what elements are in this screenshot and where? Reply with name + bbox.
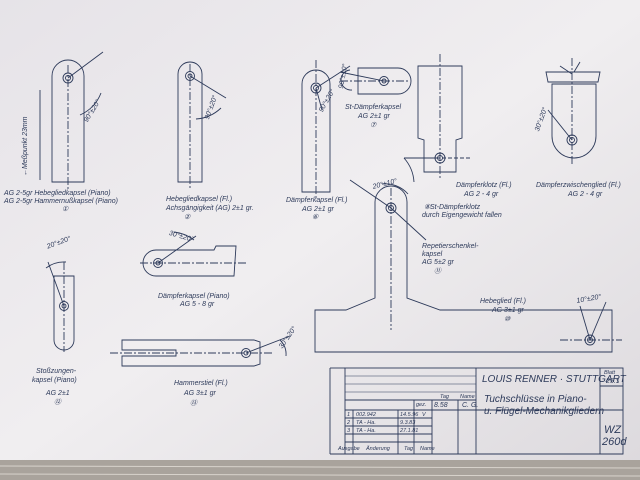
stosszungen-label-2: kapsel (Piano) <box>32 377 77 384</box>
hebeglied-piano-label-1: AG 2-5gr Hebegliedkapsel (Piano) <box>4 190 111 197</box>
title-block <box>344 367 624 455</box>
hammerstiel-num: ⑬ <box>190 400 197 407</box>
rev-2-text: TA - Ha. <box>356 420 376 426</box>
hebeglied-fl-label: Hebegliedkapsel (Fl.) <box>166 196 233 203</box>
stosszungen-label-1: Stoßzungen- <box>36 368 77 375</box>
hebeglied-piano-label-2: AG 2-5gr Hammernußkapsel (Piano) <box>4 198 118 205</box>
st-daempferkapsel-label: St-Dämpferkapsel <box>345 104 402 111</box>
drawing-date: 8.58 <box>434 402 448 409</box>
drawing-number-2: 260d <box>602 436 627 448</box>
table-surface <box>0 460 640 480</box>
part-daempferzwischenglied <box>545 58 601 165</box>
footer-ausgabe: Ausgabe <box>338 446 360 452</box>
paper-sheet <box>0 0 640 462</box>
head-gez: gez. <box>416 402 427 408</box>
drawing-title-2: u. Flügel-Mechanikgliedern <box>484 406 605 417</box>
sheet-number: 25.1 <box>606 378 620 385</box>
stosszungen-num: ⑫ <box>54 399 61 406</box>
rev-1-name: V <box>422 412 426 418</box>
daempferkapsel-piano-ag: AG 5 - 8 gr <box>180 301 215 308</box>
part-st-daempferkapsel <box>339 67 412 95</box>
daempferklotz-label: Dämpferklotz (Fl.) <box>456 182 512 189</box>
drawing-title-1: Tuchschlüsse in Piano- <box>484 394 587 405</box>
st-daempferklotz-note: durch Eigengewicht fallen <box>422 212 502 219</box>
daempferkapsel-fl-ag: AG 2±1 gr <box>302 206 334 213</box>
part-hebeglied-fl <box>177 61 227 190</box>
hammerstiel-ag: AG 3±1 gr <box>184 390 216 397</box>
hebeglied-fl-num: ② <box>184 214 191 221</box>
cloth-texture <box>0 465 640 477</box>
company-name: LOUIS RENNER · STUTTGART <box>482 374 626 385</box>
st-daempferklotz-label: St-Dämpferklotz <box>430 204 481 211</box>
part-repetierschenkel <box>314 179 622 353</box>
daempferzwischenglied-ag: AG 2 - 4 gr <box>568 191 603 198</box>
hebeglied-fl2-ag: AG 3±1 gr <box>492 307 524 314</box>
rev-3-date: 27.1.81 <box>400 428 419 434</box>
daempferkapsel-piano-label: Dämpferkapsel (Piano) <box>158 293 230 300</box>
stosszungen-ag: AG 2±1 <box>46 390 70 397</box>
part-daempferklotz <box>403 54 470 183</box>
part-daempferkapsel-piano <box>140 231 246 277</box>
head-name: Name <box>460 394 475 400</box>
footer-name: Name <box>420 446 435 452</box>
messpunkt-label: ←Meßpunkt 23mm <box>22 116 29 176</box>
part-hammerstiel <box>110 335 291 367</box>
repetierschenkel-label-1: Repetierschenkel- <box>422 243 479 250</box>
drawing-number: WZ <box>604 424 622 436</box>
daempferkapsel-fl-label: Dämpferkapsel (Fl.) <box>286 197 348 204</box>
rev-1-date: 14.5.96 <box>400 412 419 418</box>
repetierschenkel-ag: AG 5±2 gr <box>422 259 454 266</box>
hebeglied-piano-num: ① <box>62 206 69 213</box>
daempferkapsel-fl-num: ⑥ <box>312 214 319 221</box>
footer-tag: Tag <box>404 446 413 452</box>
st-daempferkapsel-ag: AG 2±1 gr <box>358 113 390 120</box>
part-stosszungen <box>45 261 75 352</box>
blatt-label: Blatt <box>604 370 616 376</box>
rev-3-text: TA - Ha. <box>356 428 376 434</box>
rev-1-no: 1 <box>347 412 351 418</box>
rev-2-no: 2 <box>347 420 351 426</box>
rev-2-date: 9.3.83 <box>400 420 416 426</box>
daempferklotz-ag: AG 2 - 4 gr <box>464 191 499 198</box>
hebeglied-fl2-label: Hebeglied (Fl.) <box>480 298 526 305</box>
rev-3-no: 3 <box>347 428 351 434</box>
daempferzwischenglied-label: Dämpferzwischenglied (Fl.) <box>536 182 621 189</box>
head-tag: Tag <box>440 394 449 400</box>
hammerstiel-label: Hammerstiel (Fl.) <box>174 380 228 387</box>
repetierschenkel-num: ⑪ <box>434 268 441 275</box>
footer-aenderung: Änderung <box>366 446 390 452</box>
part-hebeglied-piano <box>39 51 104 190</box>
hebeglied-fl-note: Achsgängigkeit (AG) 2±1 gr. <box>166 205 254 212</box>
st-daempferkapsel-num: ⑦ <box>370 122 377 129</box>
drawing-name: C. G. <box>462 402 479 409</box>
daempferklotz-num: ⑧ <box>424 204 431 211</box>
part-daempferkapsel-fl <box>301 60 351 200</box>
hebeglied-fl2-num: ⑩ <box>504 316 511 323</box>
rev-1-text: 002.942 <box>356 412 376 418</box>
repetierschenkel-label-2: kapsel <box>422 251 443 258</box>
